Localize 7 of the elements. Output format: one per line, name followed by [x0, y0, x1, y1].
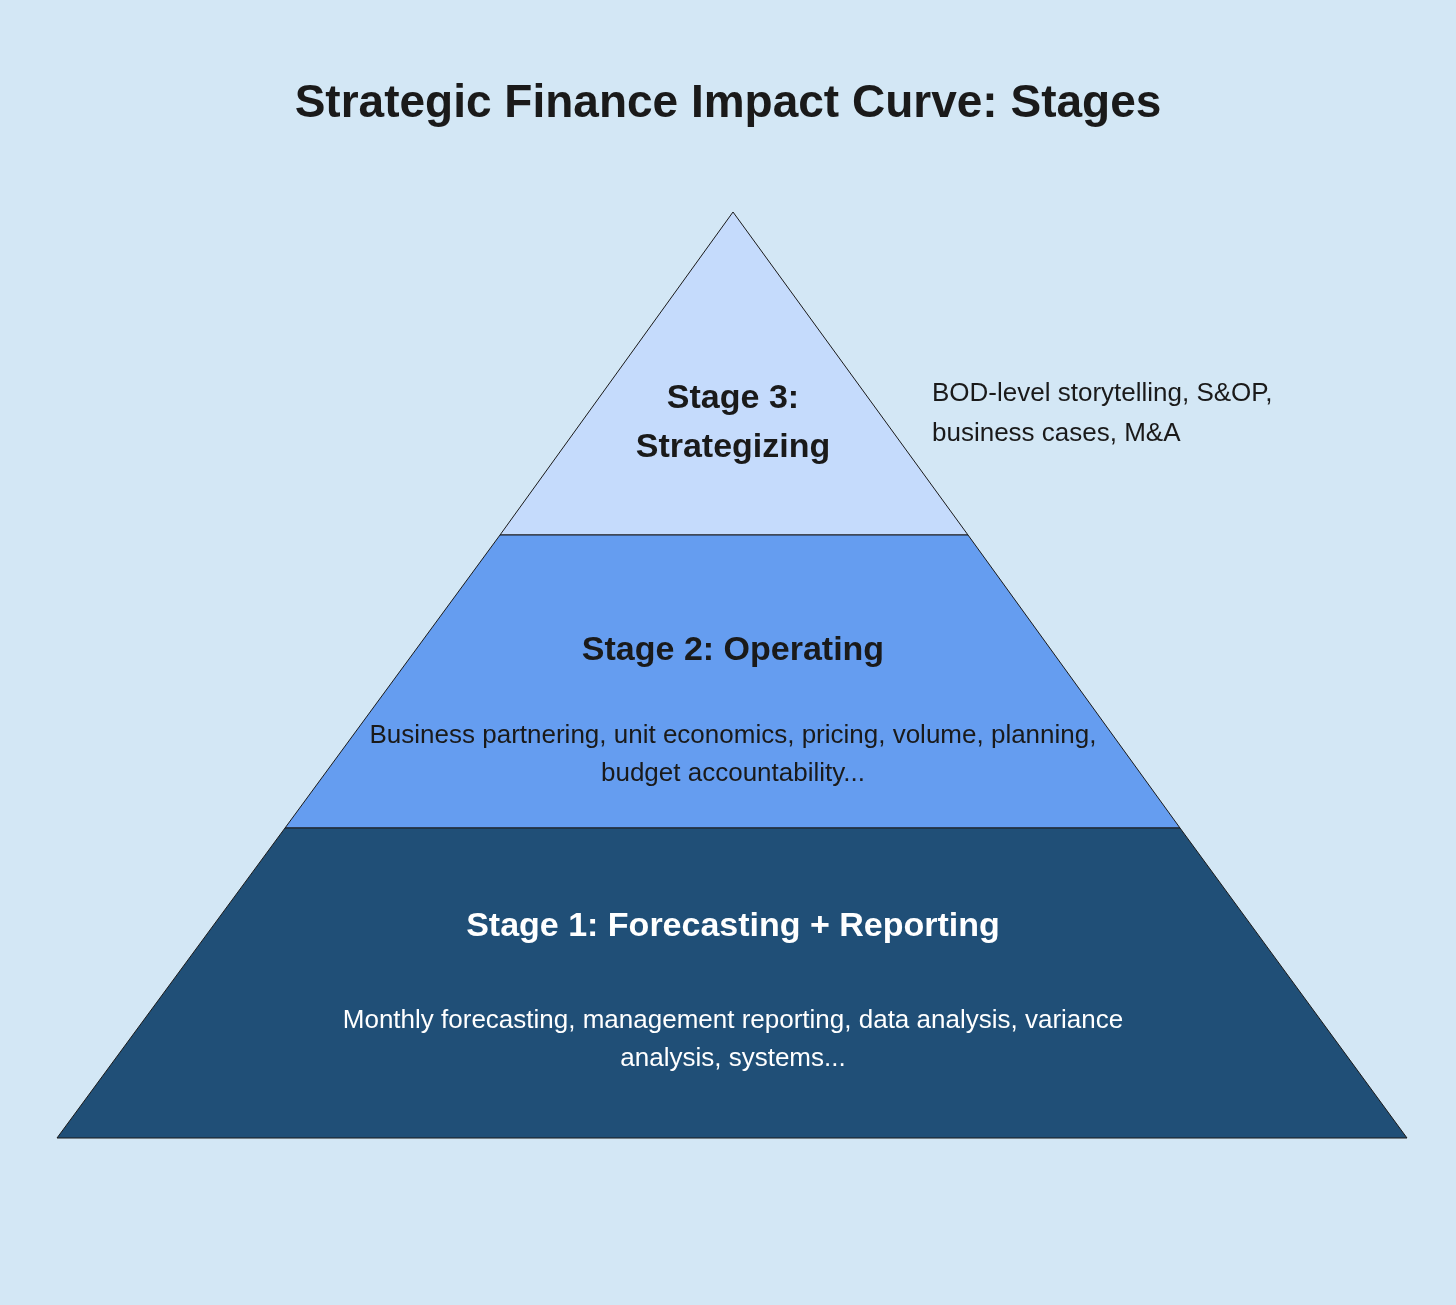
stage-heading: Stage 3: Strategizing	[634, 376, 832, 467]
stage-description: BOD-level storytelling, S&OP, business cases, M&A	[932, 376, 1274, 450]
diagram-title: Strategic Finance Impact Curve: Stages	[293, 74, 1163, 128]
stage-description: Monthly forecasting, management reporting, data analysis, variance analysis, systems...	[341, 1003, 1125, 1074]
stage-description: Business partnering, unit economics, pricing, volume, planning, budget accountability...	[368, 718, 1098, 789]
stage-heading: Stage 1: Forecasting + Reporting	[465, 904, 1001, 945]
stage-heading: Stage 2: Operating	[580, 628, 886, 669]
